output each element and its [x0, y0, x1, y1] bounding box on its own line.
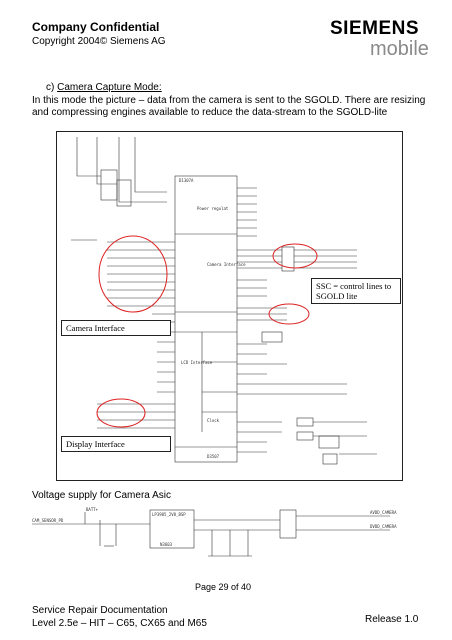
- display-interface-callout: Display Interface: [61, 436, 171, 452]
- section-marker: c): [46, 82, 55, 93]
- sensor-net-label: CAM_SENSOR_PD: [32, 518, 64, 523]
- camera-block-label: Camera Interface: [207, 262, 246, 267]
- dvdd-label: DVDD_CAMERA: [370, 524, 397, 529]
- voltage-caption: Voltage supply for Camera Asic: [32, 490, 171, 501]
- ssc-top-oval: [272, 243, 318, 269]
- regulator-part-label: N3603: [160, 542, 173, 547]
- siemens-logo: SIEMENS: [330, 18, 420, 39]
- camera-schematic-drawing: D1307A Power regulat Camera Interface LC…: [71, 137, 377, 465]
- ssc-callout: SSC = control lines to SGOLD lite: [311, 278, 401, 304]
- header-title: Company Confidential: [32, 20, 160, 34]
- mobile-logo: mobile: [370, 38, 429, 60]
- header-copyright: Copyright 2004© Siemens AG: [32, 36, 166, 47]
- camera-interface-callout: Camera Interface: [61, 320, 171, 336]
- ssc-bottom-oval: [268, 303, 310, 325]
- power-block-label: Power regulat: [197, 206, 229, 211]
- camera-pins-oval: [98, 235, 168, 313]
- display-pins-oval: [96, 398, 146, 428]
- ic-bottom-label: D3507: [207, 454, 220, 459]
- ssc-callout-line-1: SSC = control lines to: [316, 281, 392, 291]
- ssc-callout-line-2: SGOLD lite: [316, 291, 358, 301]
- camera-schematic-figure: D1307A Power regulat Camera Interface LC…: [56, 131, 403, 481]
- lcd-block-label: LCD Interface: [181, 360, 213, 365]
- regulator-label: LP3985_2V8_BSP: [152, 512, 186, 517]
- section-heading-text: Camera Capture Mode:: [57, 82, 162, 93]
- ic-top-label: D1307A: [179, 178, 194, 183]
- page-number: Page 29 of 40: [195, 582, 252, 592]
- footer-release: Release 1.0: [365, 614, 419, 625]
- section-paragraph: In this mode the picture – data from the…: [32, 95, 426, 118]
- footer-doc-level: Level 2.5e – HIT – C65, CX65 and M65: [32, 618, 207, 629]
- footer-doc-title: Service Repair Documentation: [32, 605, 168, 616]
- section-heading: c) Camera Capture Mode:: [46, 82, 162, 93]
- avdd-label: AVDD_CAMERA: [370, 510, 397, 515]
- clock-block-label: Clock: [207, 418, 220, 423]
- voltage-schematic-drawing: BATT+ LP3985_2V8_BSP N3603 AVDD_CAMERA D…: [32, 507, 397, 557]
- batt-label: BATT+: [86, 507, 99, 512]
